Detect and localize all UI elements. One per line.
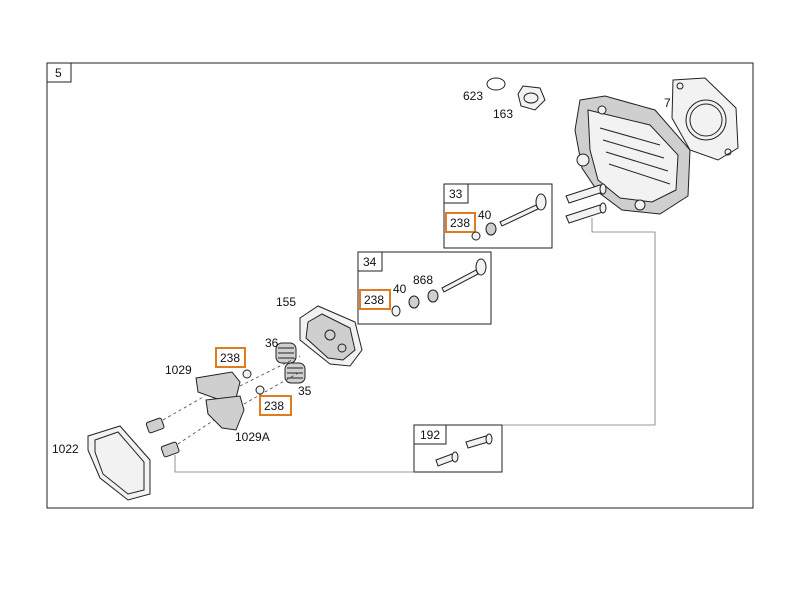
callout-238-left-top[interactable]: 238	[220, 351, 240, 365]
callout-40-upper: 40	[478, 208, 492, 222]
section-number-box	[46, 62, 72, 83]
rocker-cover-155-drawing	[299, 305, 363, 367]
head-gasket-drawing	[671, 77, 739, 161]
rocker-arm-1029-drawing	[195, 371, 241, 401]
callout-192: 192	[420, 428, 440, 442]
valve-spring-36-drawing	[275, 342, 297, 364]
callout-36: 36	[265, 336, 279, 350]
valve-exhaust-drawing	[441, 269, 479, 293]
callout-1029: 1029	[165, 363, 192, 377]
kit-192-box	[413, 424, 503, 473]
callout-35: 35	[298, 384, 312, 398]
connector-line-head-to-192	[502, 218, 656, 426]
gasket-163-drawing	[517, 85, 546, 111]
callout-238-left-bottom[interactable]: 238	[264, 399, 284, 413]
callout-1022: 1022	[52, 442, 79, 456]
valve-spring-35-drawing	[284, 362, 306, 384]
o-ring-623-drawing	[486, 77, 506, 91]
kit-34-box	[357, 251, 492, 325]
callout-40-lower: 40	[393, 282, 407, 296]
callout-34: 34	[363, 255, 377, 269]
rocker-studs-drawing	[145, 355, 301, 458]
highlight-box-238-left-bottom[interactable]	[259, 395, 292, 416]
callout-33: 33	[449, 187, 463, 201]
callout-868: 868	[413, 273, 433, 287]
valve-guides-drawing	[565, 183, 607, 224]
diagram-frame	[46, 62, 754, 509]
kit-33-box	[443, 183, 553, 249]
rocker-cover-gasket-1022-drawing	[87, 425, 151, 501]
callout-1029a: 1029A	[235, 430, 270, 444]
connector-line-studs-to-192	[174, 455, 414, 473]
callout-623: 623	[463, 89, 483, 103]
highlight-box-238-left-top[interactable]	[215, 347, 246, 368]
kit-33-label-box	[443, 183, 469, 204]
valve-intake-drawing	[499, 204, 539, 227]
section-number: 5	[55, 66, 62, 80]
callout-163: 163	[493, 107, 513, 121]
callout-238-kit34[interactable]: 238	[364, 293, 384, 307]
highlight-box-238-kit33[interactable]	[445, 212, 476, 233]
callout-155: 155	[276, 295, 296, 309]
stud-bolts-192-drawing	[435, 433, 493, 467]
callout-238-kit33[interactable]: 238	[450, 216, 470, 230]
kit-192-label-box	[413, 424, 447, 445]
rocker-arm-1029a-drawing	[205, 395, 245, 431]
kit-34-label-box	[357, 251, 383, 272]
callout-7: 7	[664, 96, 671, 110]
highlight-box-238-kit34[interactable]	[359, 289, 391, 310]
